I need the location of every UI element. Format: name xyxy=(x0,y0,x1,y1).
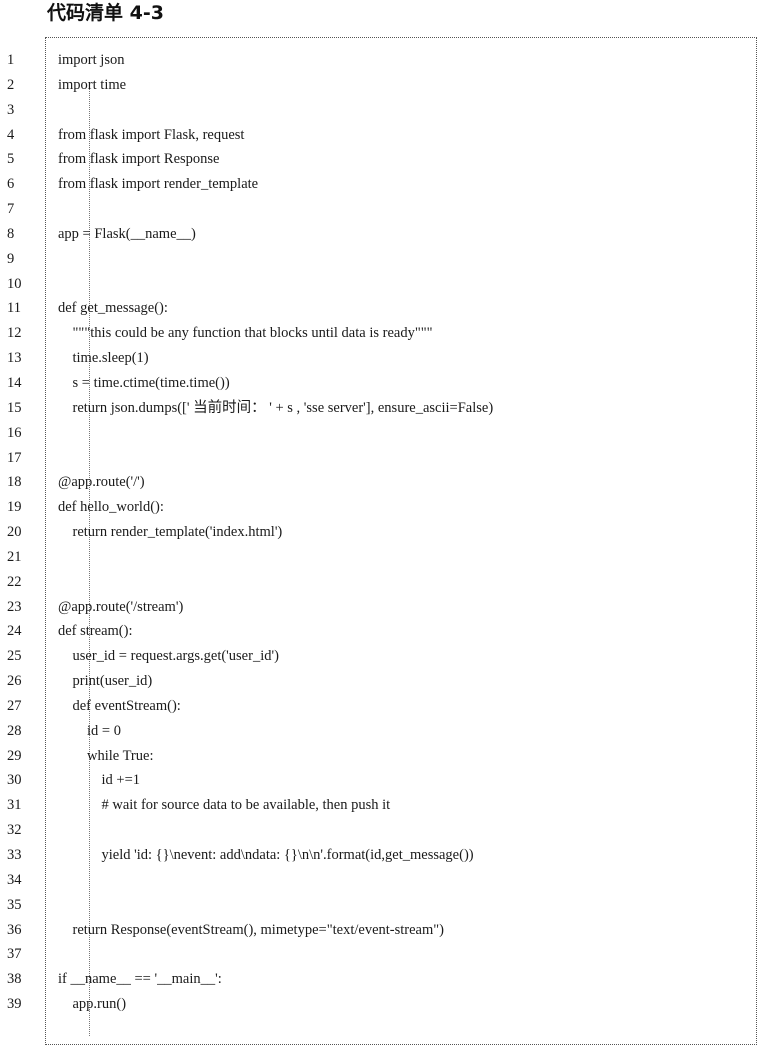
line-number: 19 xyxy=(7,499,22,516)
code-line xyxy=(58,421,748,446)
code-line: time.sleep(1) xyxy=(58,350,149,367)
listing-title: 代码清单 4-3 xyxy=(47,2,164,24)
line-number: 32 xyxy=(7,822,22,839)
line-number: 38 xyxy=(7,971,22,988)
code-line: print(user_id) xyxy=(58,673,153,690)
code-line: app.run() xyxy=(58,996,127,1013)
code-line: s = time.ctime(time.time()) xyxy=(58,374,230,391)
line-number: 1 xyxy=(7,52,15,68)
line-number: 27 xyxy=(7,697,22,714)
line-number: 6 xyxy=(7,176,15,193)
code-line xyxy=(58,893,748,918)
code-line: return render_template('index.html') xyxy=(58,524,283,541)
line-number: 11 xyxy=(7,300,21,317)
line-number: 29 xyxy=(7,747,22,764)
code-line xyxy=(58,272,748,297)
code-line: def hello_world(): xyxy=(58,499,164,516)
code-body: import json import time from flask import … xyxy=(58,48,748,1017)
line-number: 34 xyxy=(7,871,22,888)
line-number: 2 xyxy=(7,76,15,93)
line-number: 31 xyxy=(7,797,22,814)
line-number: 36 xyxy=(7,921,22,938)
gutter-divider xyxy=(89,88,90,1036)
code-line: id +=1 xyxy=(58,772,141,789)
code-line: if __name__ == '__main__': xyxy=(58,971,222,988)
code-line: user_id = request.args.get('user_id') xyxy=(58,648,279,665)
line-number: 4 xyxy=(7,126,15,143)
code-line: while True: xyxy=(58,747,154,764)
code-line: app = Flask(__name__) xyxy=(58,225,196,242)
code-line: return Response(eventStream(), mimetype=… xyxy=(58,921,445,938)
code-line: """this could be any function that block… xyxy=(58,325,433,342)
code-line xyxy=(58,868,748,893)
code-line xyxy=(58,818,748,843)
line-number: 30 xyxy=(7,772,22,789)
code-line: yield 'id: {}\nevent: add\ndata: {}\n\n'… xyxy=(58,847,474,863)
code-line xyxy=(58,197,748,222)
line-number: 21 xyxy=(7,548,22,565)
code-line: def eventStream(): xyxy=(58,697,181,714)
line-number: 39 xyxy=(7,996,22,1013)
code-line: # wait for source data to be available, … xyxy=(58,797,391,814)
line-number: 9 xyxy=(7,250,15,267)
line-number: 23 xyxy=(7,598,22,615)
line-number: 3 xyxy=(7,101,15,118)
code-line: return json.dumps([' 当前时间： ' + s , 'sse … xyxy=(58,399,494,416)
code-line: from flask import Response xyxy=(58,151,220,168)
line-number: 8 xyxy=(7,225,15,242)
code-listing-frame xyxy=(45,37,757,1045)
line-number: 10 xyxy=(7,275,22,292)
code-line xyxy=(58,247,748,272)
code-line: @app.route('/stream') xyxy=(58,598,184,615)
line-number: 14 xyxy=(7,374,22,391)
code-line: from flask import Flask, request xyxy=(58,126,245,143)
code-line xyxy=(58,545,748,570)
line-number: 35 xyxy=(7,896,22,913)
code-line: import json xyxy=(58,52,125,68)
line-number: 15 xyxy=(7,399,22,416)
code-line xyxy=(58,942,748,967)
code-line: def get_message(): xyxy=(58,300,168,317)
line-number: 13 xyxy=(7,350,22,367)
line-number: 22 xyxy=(7,573,22,590)
code-line: import time xyxy=(58,76,127,93)
code-line xyxy=(58,446,748,471)
line-number: 26 xyxy=(7,673,22,690)
line-number: 5 xyxy=(7,151,15,168)
line-number: 33 xyxy=(7,847,22,863)
code-line: @app.route('/') xyxy=(58,474,145,491)
line-number: 25 xyxy=(7,648,22,665)
line-number: 28 xyxy=(7,722,22,739)
code-line: def stream(): xyxy=(58,623,133,640)
line-number: 18 xyxy=(7,474,22,491)
code-line xyxy=(58,98,748,123)
line-number: 20 xyxy=(7,524,22,541)
line-number: 24 xyxy=(7,623,22,640)
line-number: 16 xyxy=(7,424,22,441)
line-number: 37 xyxy=(7,946,22,963)
code-line xyxy=(58,570,748,595)
line-number: 7 xyxy=(7,201,15,218)
line-number: 12 xyxy=(7,325,22,342)
code-line: from flask import render_template xyxy=(58,176,259,193)
line-number: 17 xyxy=(7,449,22,466)
code-line: id = 0 xyxy=(58,722,121,739)
